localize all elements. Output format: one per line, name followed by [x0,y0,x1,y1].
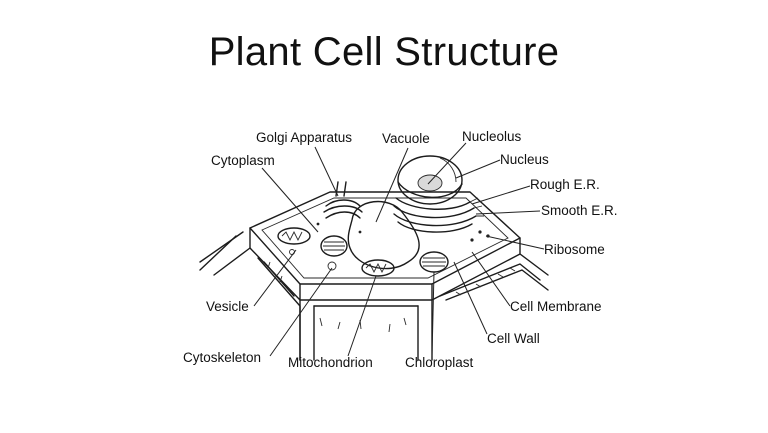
label-golgi-apparatus: Golgi Apparatus [256,130,352,145]
diagram-labels: Golgi Apparatus Vacuole Nucleolus Nucleu… [183,129,618,370]
label-cell-wall: Cell Wall [487,331,540,346]
label-vesicle: Vesicle [206,299,249,314]
label-cytoplasm: Cytoplasm [211,153,275,168]
label-ribosome: Ribosome [544,242,605,257]
label-chloroplast: Chloroplast [405,355,474,370]
label-nucleus: Nucleus [500,152,549,167]
label-rough-er: Rough E.R. [530,177,600,192]
leader-lines [253,142,545,357]
label-cytoskeleton: Cytoskeleton [183,350,261,365]
label-smooth-er: Smooth E.R. [541,203,618,218]
cell-wall-drawing [199,191,549,361]
label-vacuole: Vacuole [382,131,430,146]
label-nucleolus: Nucleolus [462,129,522,144]
organelles-drawing [277,155,490,277]
label-mitochondrion: Mitochondrion [288,355,373,370]
label-cell-membrane: Cell Membrane [510,299,602,314]
page-title: Plant Cell Structure [208,30,560,74]
